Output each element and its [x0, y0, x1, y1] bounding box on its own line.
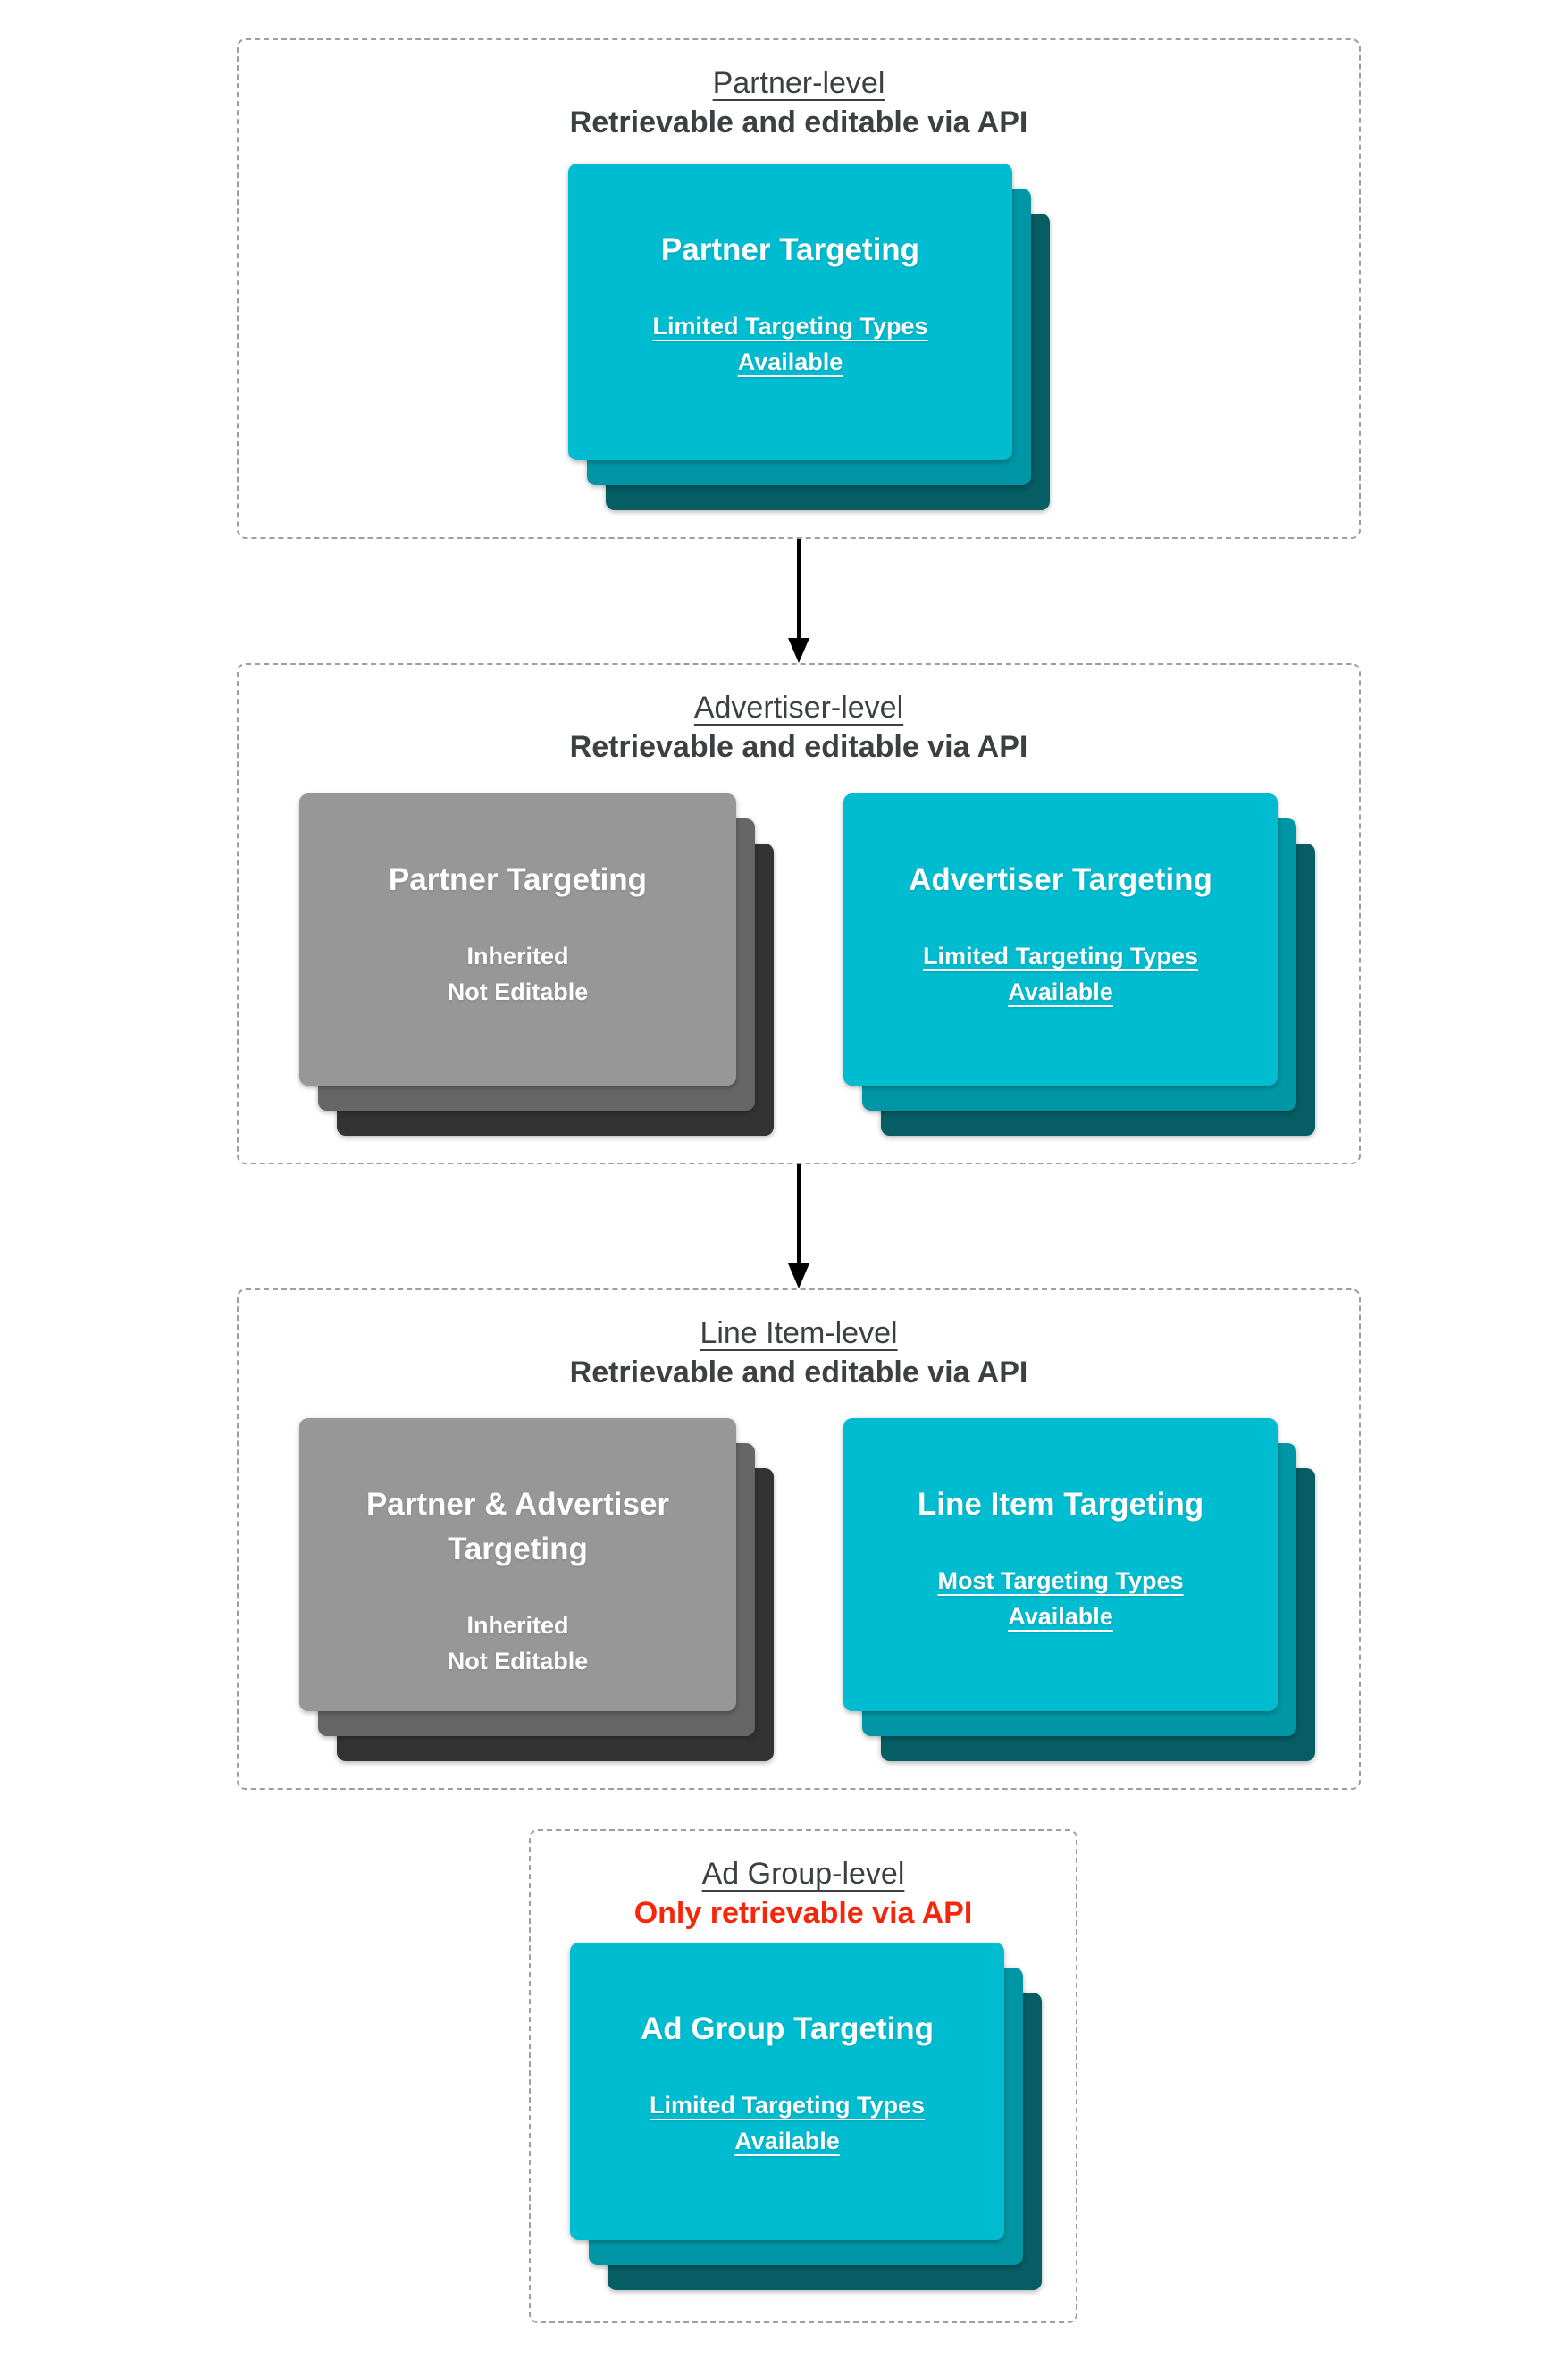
- stack-front-card: Partner Targeting Inherited Not Editable: [299, 793, 736, 1086]
- card-title: Advertiser Targeting: [909, 862, 1212, 897]
- card-subtitle: Inherited Not Editable: [448, 938, 589, 1010]
- stack-front-card: Line Item Targeting Most Targeting Types…: [843, 1418, 1278, 1711]
- stack-front-card: Ad Group Targeting Limited Targeting Typ…: [570, 1943, 1004, 2240]
- card-subtitle-line1: Inherited: [466, 943, 569, 969]
- arrow-head: [788, 638, 809, 663]
- card-title: Ad Group Targeting: [641, 2011, 934, 2046]
- card-subtitle-line1: Inherited: [466, 1612, 569, 1639]
- section-partner-level: Partner-level Retrievable and editable v…: [237, 38, 1361, 539]
- card-subtitle-line1: Limited Targeting Types: [652, 313, 928, 340]
- stack-front-card: Partner Targeting Limited Targeting Type…: [568, 164, 1012, 460]
- card-content: Partner Targeting Inherited Not Editable: [299, 793, 736, 1086]
- section-title: Partner-level: [712, 66, 885, 100]
- arrow-shaft: [797, 539, 801, 638]
- card-subtitle-line1: Most Targeting Types: [937, 1567, 1184, 1594]
- arrow-shaft: [797, 1164, 801, 1263]
- card-title: Line Item Targeting: [917, 1487, 1204, 1522]
- stack-front-card: Advertiser Targeting Limited Targeting T…: [843, 793, 1278, 1086]
- card-subtitle-line1: Limited Targeting Types: [649, 2092, 926, 2119]
- section-subtitle: Only retrievable via API: [633, 1896, 973, 1930]
- card-stack-inherited-partner-advertiser-targeting: Partner & Advertiser Targeting Inherited…: [299, 1418, 774, 1761]
- section-advertiser-level: Advertiser-level Retrievable and editabl…: [237, 663, 1361, 1164]
- card-title: Partner Targeting: [388, 862, 648, 897]
- card-subtitle-line2: Available: [737, 348, 843, 375]
- card-content: Ad Group Targeting Limited Targeting Typ…: [570, 1943, 1004, 2240]
- card-subtitle-line2: Available: [1008, 1603, 1113, 1630]
- card-title: Partner & Advertiser Targeting: [365, 1487, 670, 1566]
- section-title: Advertiser-level: [693, 691, 904, 725]
- card-subtitle: Inherited Not Editable: [448, 1607, 589, 1679]
- card-stack-line-item-targeting: Line Item Targeting Most Targeting Types…: [843, 1418, 1315, 1761]
- card-stack-inherited-partner-targeting: Partner Targeting Inherited Not Editable: [299, 793, 774, 1136]
- card-subtitle-line2: Available: [734, 2128, 840, 2154]
- card-stack-partner-targeting: Partner Targeting Limited Targeting Type…: [568, 164, 1050, 510]
- card-content: Advertiser Targeting Limited Targeting T…: [843, 793, 1278, 1086]
- section-title: Ad Group-level: [701, 1857, 905, 1891]
- card-subtitle-line1: Limited Targeting Types: [922, 943, 1199, 969]
- section-subtitle: Retrievable and editable via API: [569, 730, 1028, 764]
- card-subtitle: Limited Targeting Types Available: [650, 2087, 925, 2159]
- card-content: Partner & Advertiser Targeting Inherited…: [299, 1418, 736, 1711]
- card-subtitle: Most Targeting Types Available: [937, 1563, 1183, 1634]
- flow-arrow-icon: [788, 1164, 809, 1288]
- card-stack-advertiser-targeting: Advertiser Targeting Limited Targeting T…: [843, 793, 1315, 1136]
- flow-arrow-icon: [788, 539, 809, 663]
- card-stack-ad-group-targeting: Ad Group Targeting Limited Targeting Typ…: [570, 1943, 1042, 2290]
- card-subtitle-line2: Not Editable: [447, 1648, 589, 1675]
- stack-front-card: Partner & Advertiser Targeting Inherited…: [299, 1418, 736, 1711]
- arrow-head: [788, 1263, 809, 1288]
- section-ad-group-level: Ad Group-level Only retrievable via API …: [529, 1829, 1077, 2323]
- card-subtitle-line2: Available: [1008, 978, 1113, 1005]
- section-subtitle: Retrievable and editable via API: [569, 1356, 1028, 1389]
- card-content: Partner Targeting Limited Targeting Type…: [568, 164, 1012, 460]
- card-subtitle: Limited Targeting Types Available: [652, 308, 927, 380]
- card-title: Partner Targeting: [660, 232, 920, 267]
- section-title: Line Item-level: [700, 1316, 898, 1350]
- card-content: Line Item Targeting Most Targeting Types…: [843, 1418, 1278, 1711]
- card-subtitle: Limited Targeting Types Available: [923, 938, 1198, 1010]
- section-subtitle: Retrievable and editable via API: [569, 105, 1028, 139]
- section-line-item-level: Line Item-level Retrievable and editable…: [237, 1288, 1361, 1790]
- card-subtitle-line2: Not Editable: [447, 978, 589, 1005]
